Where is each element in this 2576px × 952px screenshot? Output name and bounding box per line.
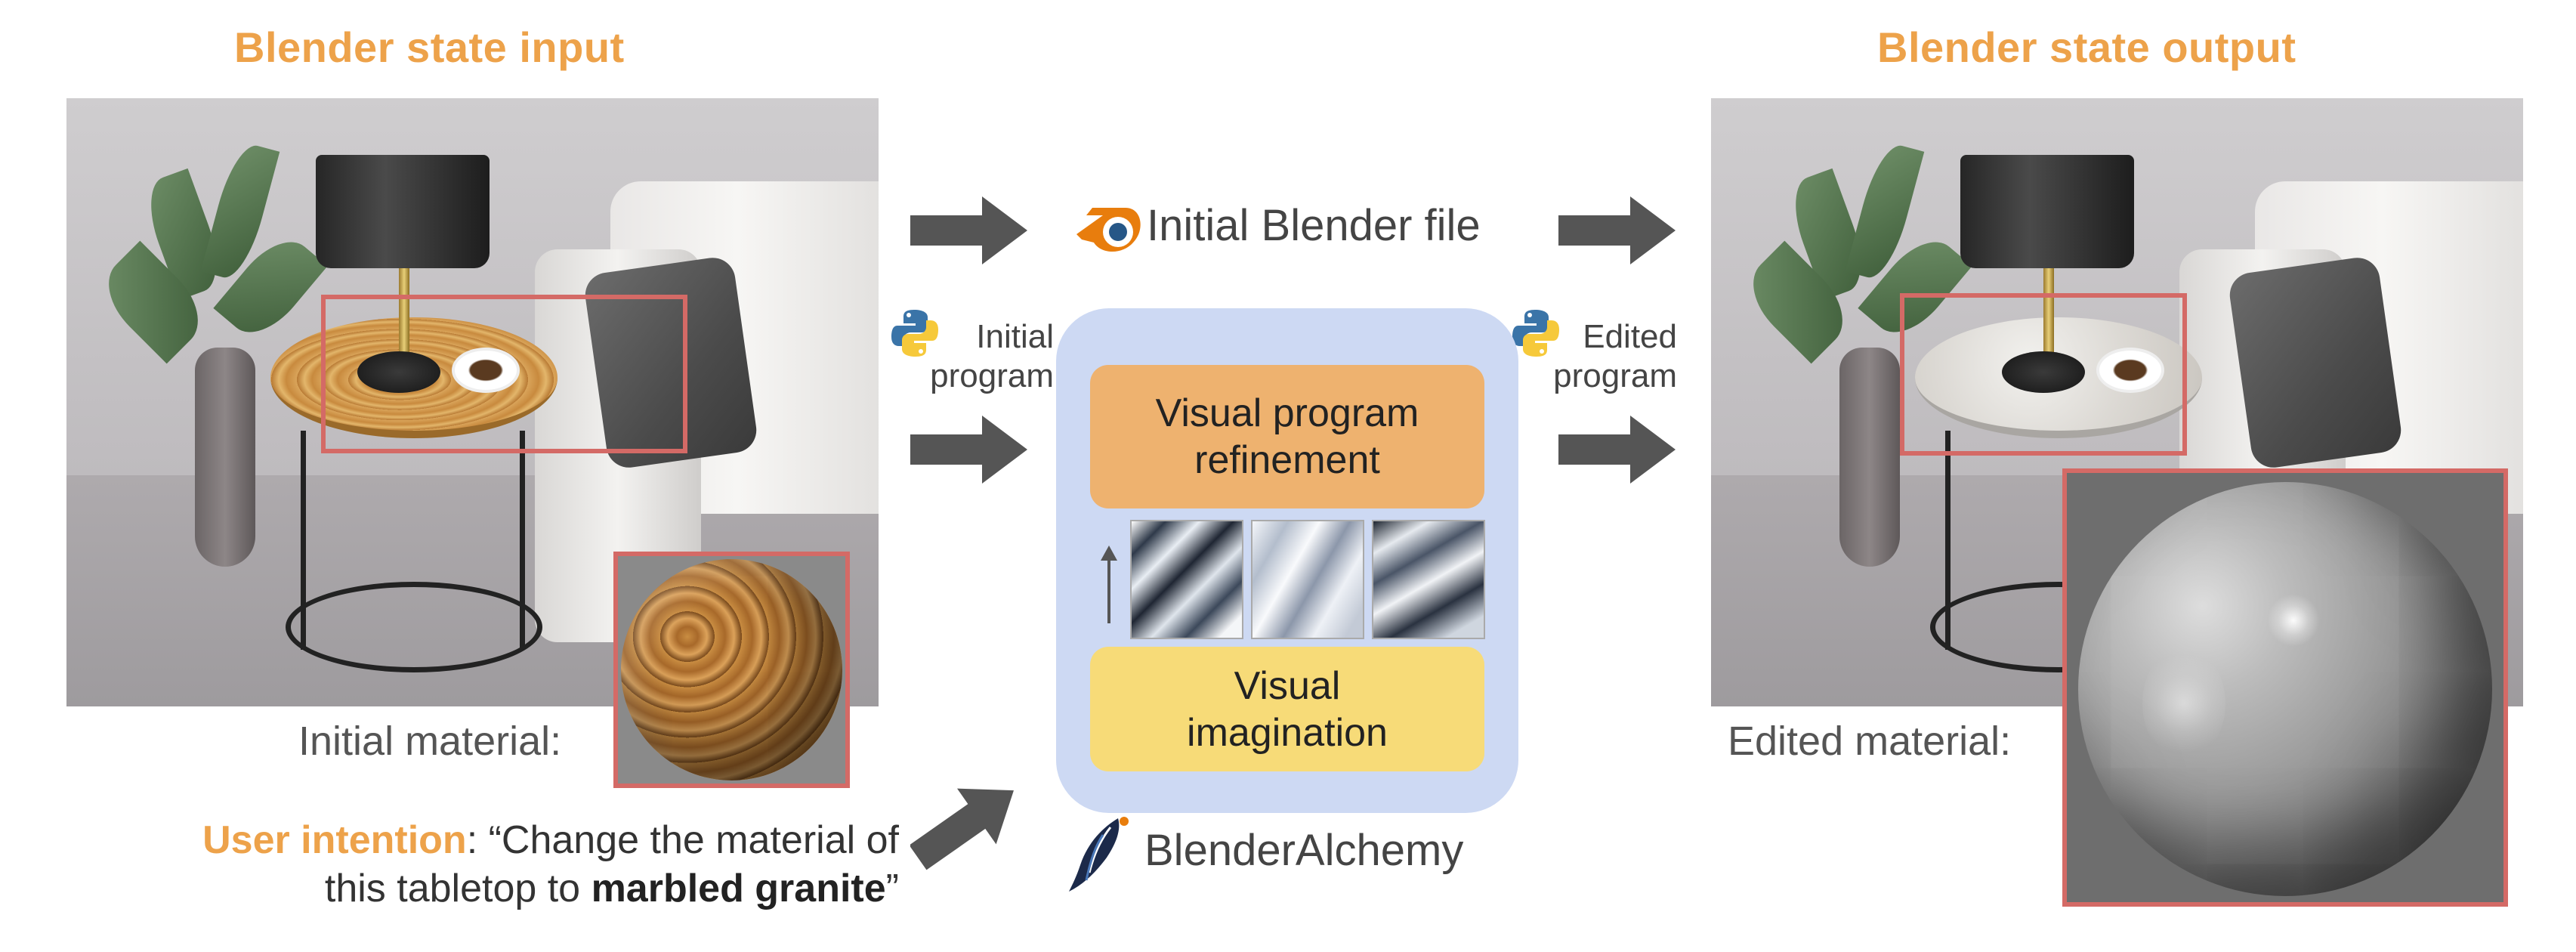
blender-logo-icon <box>1076 208 1141 252</box>
python-logo-icon <box>891 310 938 357</box>
imagined-marble-image <box>1251 520 1364 639</box>
blenderalchemy-panel: Visual program refinement Visual imagina… <box>1056 308 1518 813</box>
initial-blender-file-label: Initial Blender file <box>1147 201 1481 250</box>
wood-material-sphere <box>621 559 842 780</box>
user-intention-quote-start: : “Change the material of <box>466 818 899 862</box>
arrow-user-intention <box>910 788 1014 870</box>
edited-program-line2: program <box>1553 357 1677 394</box>
initial-material-label: Initial material: <box>298 719 562 764</box>
marble-material-sphere <box>2078 482 2492 896</box>
blenderalchemy-logo-icon <box>1069 817 1129 892</box>
edited-program-label: Edited program <box>1526 317 1677 396</box>
imagination-line1: Visual <box>1234 663 1341 708</box>
arrow-initial-program <box>910 416 1027 484</box>
refinement-line1: Visual program <box>1155 391 1419 435</box>
blenderalchemy-label: BlenderAlchemy <box>1144 826 1464 875</box>
initial-program-line2: program <box>930 357 1054 394</box>
imagined-marble-image <box>1372 520 1485 639</box>
initial-program-line1: Initial <box>976 318 1054 355</box>
target-material-highlight: marbled granite <box>591 867 886 910</box>
refinement-line2: refinement <box>1194 438 1380 482</box>
user-intention-quote-end: ” <box>885 867 899 910</box>
edited-program-line1: Edited <box>1583 318 1677 355</box>
edited-material-frame <box>2062 468 2508 907</box>
user-intention-label: User intention <box>202 818 467 862</box>
visual-imagination-box: Visual imagination <box>1090 647 1484 771</box>
tabletop-highlight-box <box>321 295 687 453</box>
imagined-marble-image <box>1130 520 1243 639</box>
output-title: Blender state output <box>1877 23 2296 71</box>
initial-material-frame <box>613 552 850 788</box>
arrow-to-blender-file <box>910 196 1027 264</box>
tabletop-highlight-box-output <box>1900 293 2187 456</box>
edited-material-label: Edited material: <box>1728 719 2012 764</box>
python-logo-icon <box>1512 310 1559 357</box>
arrow-edited-program <box>1558 416 1676 484</box>
imagination-line2: imagination <box>1187 710 1388 755</box>
input-title: Blender state input <box>234 23 625 71</box>
user-intention-text: User intention: “Change the material of … <box>76 816 899 913</box>
user-intention-line2: this tabletop to <box>324 867 591 910</box>
initial-program-label: Initial program <box>880 317 1054 396</box>
up-arrow-icon <box>1101 546 1117 623</box>
arrow-from-blender-file <box>1558 196 1676 264</box>
visual-program-refinement-box: Visual program refinement <box>1090 365 1484 508</box>
